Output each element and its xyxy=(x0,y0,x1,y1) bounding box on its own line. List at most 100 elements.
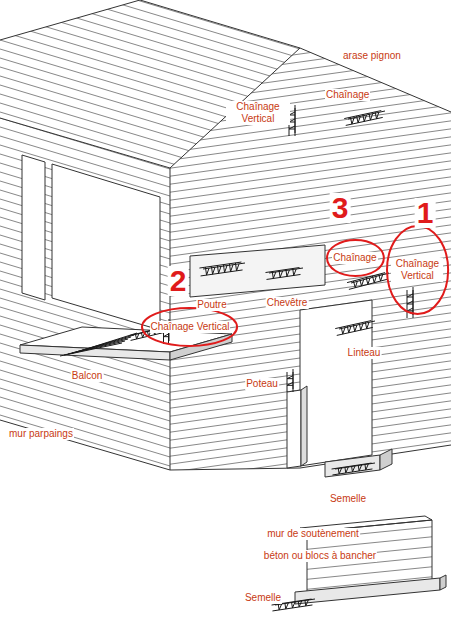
callout-ellipse-shape xyxy=(327,240,384,276)
hatch-line xyxy=(0,369,451,432)
rebar-stirrup xyxy=(407,294,413,297)
hatch-line xyxy=(0,406,451,541)
hatch-line xyxy=(0,13,451,148)
hatch-line xyxy=(0,22,451,157)
hatch-line xyxy=(0,17,451,80)
rebar-stirrup xyxy=(359,323,363,330)
rebar-stirrup xyxy=(341,327,345,334)
hatch-line xyxy=(0,0,451,76)
floor-cutout xyxy=(190,245,325,297)
rebar-stirrup xyxy=(347,326,351,333)
hatch-line xyxy=(0,0,451,130)
hatch-line xyxy=(0,0,451,13)
rebar-stirrup xyxy=(369,113,373,120)
hatch-line xyxy=(0,535,451,580)
hatch-line xyxy=(0,81,451,144)
part-label: Semelle xyxy=(244,592,282,604)
hatch-line xyxy=(0,370,451,505)
callout-ellipse: Chaînage Vertical xyxy=(141,307,238,347)
rebar-stirrup xyxy=(164,334,170,337)
hatch-line xyxy=(0,49,451,184)
hatch-line xyxy=(0,361,451,424)
rebar-cage xyxy=(332,463,375,475)
hatch-line xyxy=(0,40,451,175)
hatch-line xyxy=(0,297,451,360)
rebar-stirrup xyxy=(360,279,364,286)
callout-ellipse: Chaînage xyxy=(326,239,385,277)
window-opening xyxy=(22,155,45,300)
hatch-line xyxy=(0,321,451,384)
hatch-line xyxy=(0,298,451,433)
hatch-line xyxy=(0,305,451,368)
balcony-rebar xyxy=(60,333,137,356)
hatch-lines xyxy=(0,100,451,559)
hatch-line xyxy=(0,33,451,96)
part-label: Chevêtre xyxy=(266,297,309,309)
rebar-stirrup xyxy=(235,263,239,271)
hatch-line xyxy=(0,4,451,139)
hatch-line xyxy=(0,449,451,512)
rebar-stirrup xyxy=(287,382,293,385)
hatch-line xyxy=(0,307,451,442)
hatch-line xyxy=(0,9,451,72)
hatch-line xyxy=(0,97,451,160)
hatch-line xyxy=(0,377,451,440)
rebar-stirrup xyxy=(357,116,361,123)
rebar-stirrup xyxy=(353,281,357,288)
hatch-line xyxy=(0,0,451,40)
hatch-line xyxy=(0,0,451,94)
callout-text: Chaînage Vertical xyxy=(391,258,443,282)
part-label: Chaînage Vertical xyxy=(226,101,290,125)
rebar-stirrup xyxy=(229,264,233,272)
part-label: Linteau xyxy=(347,347,382,359)
part-label: mur de soutènement xyxy=(266,528,360,540)
hatch-line xyxy=(0,65,451,128)
hatch-line xyxy=(0,397,451,532)
part-label: arase pignon xyxy=(342,50,402,62)
part-label: Balcon xyxy=(71,370,104,382)
hatch-line xyxy=(0,352,451,487)
rebar-stirrup xyxy=(135,334,139,339)
hatch-line xyxy=(0,0,451,40)
hatch-line xyxy=(0,379,451,514)
hatch-line xyxy=(0,495,451,540)
rebar-stirrup xyxy=(217,265,221,273)
hatch-line xyxy=(0,575,451,620)
hatch-line xyxy=(0,73,451,136)
rebar-stirrup xyxy=(375,112,379,119)
rebar-stirrup xyxy=(358,465,361,471)
hatch-line xyxy=(0,313,451,376)
rebar-stirrup xyxy=(289,126,295,129)
rebar-stirrup xyxy=(286,270,290,277)
rebar-stirrup xyxy=(279,271,283,278)
hatch-line xyxy=(0,417,451,480)
rebar-stirrup xyxy=(353,325,357,332)
hatch-line xyxy=(0,425,451,488)
rebar-stirrup xyxy=(205,267,209,275)
rebar-stirrup xyxy=(292,602,295,608)
callout-ellipse-shape xyxy=(142,308,237,346)
post-side xyxy=(301,386,307,466)
rebar-cage xyxy=(335,321,375,336)
hatch-line xyxy=(0,505,451,550)
hatch-line xyxy=(0,334,451,469)
rebar-stirrup xyxy=(287,376,293,379)
hatch-lines xyxy=(0,495,451,622)
footing xyxy=(325,455,380,477)
rebar-stirrup xyxy=(278,604,281,610)
rebar-stirrup xyxy=(293,269,297,276)
hatch-line xyxy=(0,409,451,472)
part-label: béton ou blocs à bancher xyxy=(263,550,377,562)
wall-footing xyxy=(295,578,440,604)
post xyxy=(287,390,301,468)
hatch-line xyxy=(0,0,451,48)
house-outline xyxy=(0,0,451,604)
ground-opening xyxy=(300,300,372,466)
hatch-line xyxy=(0,0,451,112)
rebar-stirrup xyxy=(379,274,383,281)
hatch-line xyxy=(0,25,451,88)
rebar-stirrup xyxy=(272,272,276,279)
hatch-line xyxy=(0,41,451,104)
